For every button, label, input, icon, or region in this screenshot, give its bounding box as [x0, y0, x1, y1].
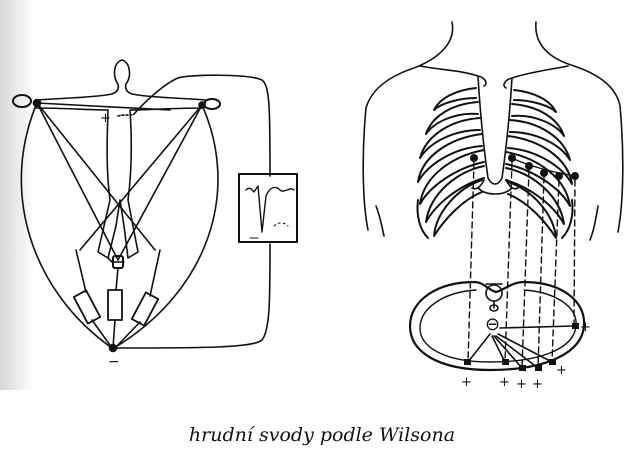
plus-v1: +	[461, 375, 472, 390]
plus-v2: +	[499, 375, 510, 390]
projection-lines	[467, 161, 576, 369]
electrode-v4	[540, 169, 548, 177]
sternum	[477, 75, 513, 185]
caption: hrudní svody podle Wilsona	[188, 424, 456, 446]
scan-edge-shadow	[0, 0, 34, 390]
lead-vector-heads	[464, 323, 579, 371]
resistor-right-arm	[72, 249, 113, 349]
electrode-v1	[470, 154, 478, 162]
ecg-trace	[245, 185, 295, 233]
plus-v5: +	[556, 363, 567, 378]
rib-cage-right	[416, 87, 485, 239]
plus-sign: +	[100, 111, 111, 126]
resistor-left-leg	[107, 267, 123, 349]
left-arm-electrode	[203, 98, 221, 110]
ecg-lead-diagram: − +	[12, 21, 624, 392]
minus-sign: −	[108, 354, 120, 370]
thorax-cross-section	[408, 280, 586, 372]
limb-lead-figure: − +	[12, 59, 298, 370]
plus-v3: +	[516, 377, 527, 392]
plus-v6: +	[580, 320, 591, 335]
recorder-wire	[177, 74, 271, 177]
human-figure-outline	[35, 59, 207, 259]
central-terminal-sign: ⊖	[485, 314, 500, 335]
rib-cage-left	[505, 89, 574, 239]
torso-outline	[362, 21, 454, 231]
right-arm-electrode	[12, 94, 32, 108]
spine-cross-section	[485, 283, 503, 312]
ecg-recorder-box	[238, 173, 298, 243]
lead-vectors	[467, 325, 575, 369]
clavicle-left	[503, 65, 569, 89]
thorax-figure: ⊖ + + + + + +	[362, 21, 624, 392]
plus-v4: +	[532, 377, 543, 392]
resistor-left-arm	[114, 249, 161, 349]
clavicle-right	[419, 65, 487, 87]
